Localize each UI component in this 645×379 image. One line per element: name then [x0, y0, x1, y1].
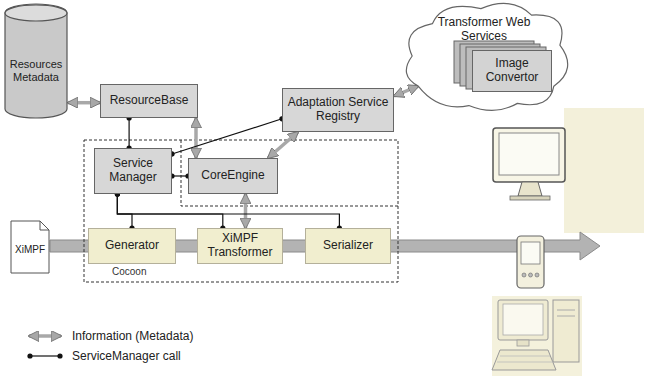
component-box: Adaptation Service Registry: [282, 88, 394, 132]
metadata-arrow: [194, 118, 198, 158]
database-cylinder: Resources Metadata: [4, 4, 68, 118]
node-label: Adaptation Service Registry: [287, 96, 389, 124]
cocoon-region: [84, 140, 398, 282]
document-icon: XiMPF: [10, 220, 50, 274]
cylinder-body: [5, 4, 67, 118]
monitor-icon: [493, 128, 565, 200]
node-label: Serializer: [323, 239, 373, 253]
legend-text: Information (Metadata): [72, 329, 193, 343]
document-page: [11, 221, 49, 273]
legend-row: ServiceManager call: [26, 346, 193, 366]
legend: Information (Metadata) ServiceManager cal…: [26, 326, 193, 366]
component-box: ResourceBase: [100, 84, 198, 118]
service-call-line: [172, 119, 282, 154]
legend-sample: [26, 329, 64, 343]
service-call-line: [117, 194, 222, 228]
service-call-line: [117, 194, 132, 228]
metadata-arrow: [268, 132, 298, 158]
cloud-outline: [406, 3, 567, 110]
legend-row: Information (Metadata): [26, 326, 193, 346]
cylinder-top: [5, 5, 67, 21]
node-label: Resources Metadata: [8, 58, 64, 83]
call-sample: [30, 355, 60, 356]
node-label: XiMPF Transformer: [202, 232, 278, 260]
node-label: ResourceBase: [110, 94, 189, 108]
component-box: CoreEngine: [188, 158, 278, 194]
legend-text: ServiceManager call: [72, 349, 181, 363]
node-label: XiMPF: [15, 244, 45, 256]
pipeline-box: Generator: [88, 228, 176, 264]
core-region: [181, 140, 398, 206]
node-label: Service Manager: [99, 157, 167, 185]
node-label: Transformer Web Services: [424, 16, 544, 44]
node-label: CoreEngine: [201, 169, 264, 183]
info-sample: [29, 334, 61, 338]
device-panel: [564, 108, 644, 233]
node-label: Image Convertor: [477, 57, 547, 85]
group-label: Cocoon: [112, 266, 146, 277]
node-label: Generator: [105, 239, 159, 253]
service-cloud: Transformer Web ServicesImage Convertor: [398, 0, 570, 112]
pipeline-box: XiMPF Transformer: [197, 228, 283, 264]
service-call-line: [172, 175, 188, 176]
metadata-arrow: [68, 101, 100, 105]
desktop-icon: [492, 296, 582, 376]
metadata-arrow: [244, 194, 248, 228]
service-call-line: [129, 118, 130, 148]
service-box: Image Convertor: [472, 50, 552, 92]
pda-icon: [517, 236, 544, 288]
component-box: Service Manager: [94, 148, 172, 194]
service-call-line: [117, 194, 339, 228]
legend-sample: [26, 349, 64, 363]
pipeline-box: Serializer: [305, 228, 391, 264]
metadata-arrow: [394, 86, 418, 96]
